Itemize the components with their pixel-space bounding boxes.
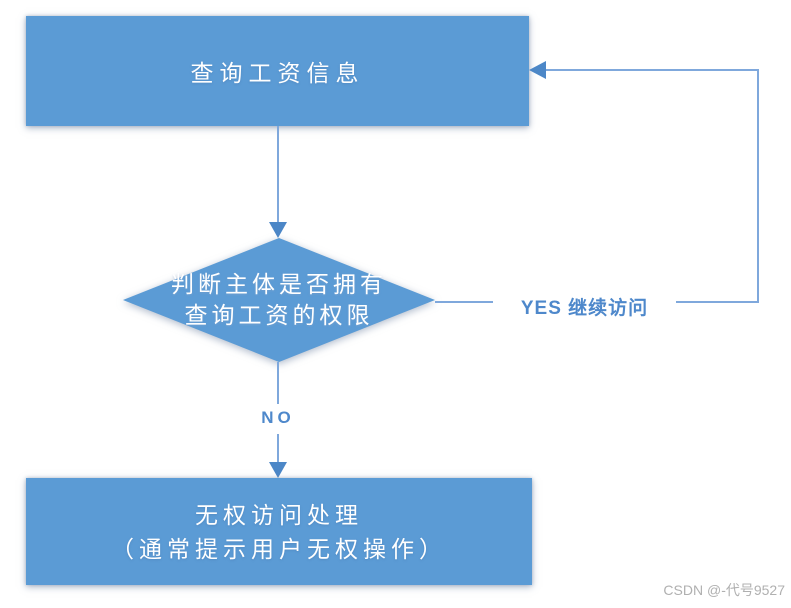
connector-loop-vertical [757, 69, 759, 303]
connector-start-to-decision [277, 126, 279, 223]
node-permission-check [123, 238, 435, 362]
arrowhead-down-icon [269, 462, 287, 478]
decision-diamond-shape [123, 238, 435, 362]
node-query-salary: 查询工资信息 [26, 16, 529, 126]
connector-no-segment-bottom [277, 434, 279, 463]
connector-loop-top [546, 69, 759, 71]
no-label-text: NO [261, 408, 295, 427]
arrowhead-left-icon [529, 61, 546, 79]
connector-no-segment-top [277, 362, 279, 404]
deny-handler-line2: （通常提示用户无权操作） [111, 535, 447, 562]
edge-label-yes: YES 继续访问 [493, 293, 676, 320]
edge-label-no: NO [251, 404, 305, 432]
connector-yes-segment-left [435, 301, 497, 303]
deny-handler-line1: 无权访问处理 [195, 501, 363, 528]
node-query-salary-label: 查询工资信息 [190, 60, 365, 86]
connector-yes-segment-right [672, 301, 759, 303]
arrowhead-down-icon [269, 222, 287, 238]
yes-label-text: YES 继续访问 [520, 298, 649, 319]
watermark: CSDN @-代号9527 [663, 582, 785, 598]
node-deny-handler: 无权访问处理 （通常提示用户无权操作） [26, 478, 532, 585]
